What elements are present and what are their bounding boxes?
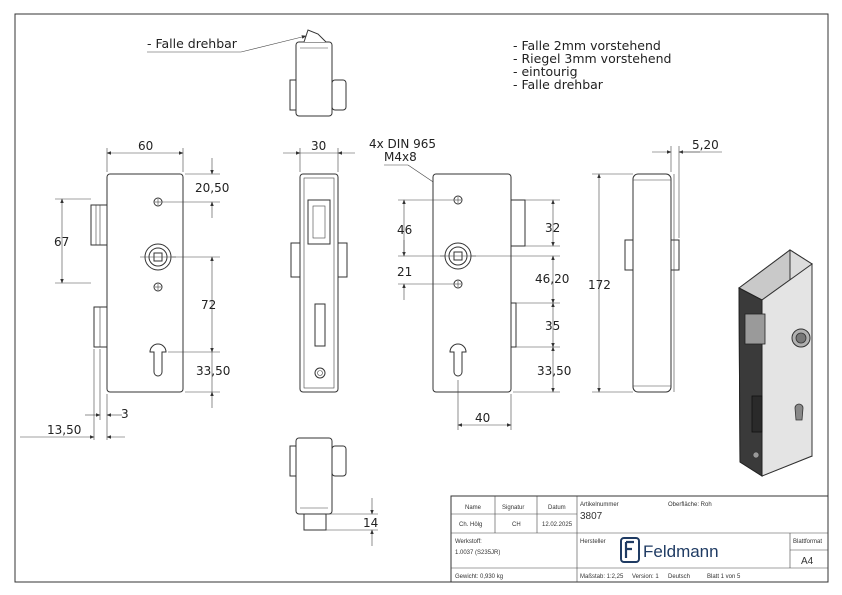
tb-blattformat-label: Blattformat bbox=[793, 539, 822, 545]
tb-brand: Feldmann bbox=[643, 542, 719, 561]
tb-gewicht: Gewicht: 0,930 kg bbox=[455, 574, 503, 580]
tb-blattformat: A4 bbox=[801, 556, 814, 567]
top-view bbox=[289, 29, 347, 117]
bottom-dimensions: 14 bbox=[326, 498, 378, 546]
dim-latch-proj: 3 bbox=[121, 407, 129, 421]
note-line-2: - Riegel 3mm vorstehend bbox=[513, 51, 671, 66]
dim-latch-width: 13,50 bbox=[47, 423, 81, 437]
tb-hersteller-label: Hersteller bbox=[580, 539, 606, 545]
tb-blatt: Blatt 1 von 5 bbox=[707, 574, 741, 580]
tb-artikel-label: Artikelnummer bbox=[580, 502, 619, 508]
title-block: Name Signatur Datum Ch. Hölg CH 12.02.20… bbox=[450, 495, 829, 583]
tb-signatur: CH bbox=[512, 522, 521, 528]
screw-spec-line1: 4x DIN 965 bbox=[369, 137, 436, 151]
dim-back-35: 35 bbox=[545, 319, 560, 333]
dim-top-offset: 20,50 bbox=[195, 181, 229, 195]
tb-version: Version: 1 bbox=[632, 574, 659, 580]
pivot-callout: - Falle drehbar bbox=[147, 35, 307, 53]
tb-massstab: Maßstab: 1:2,25 bbox=[580, 574, 624, 580]
note-line-4: - Falle drehbar bbox=[513, 77, 604, 92]
dim-back-32: 32 bbox=[545, 221, 560, 235]
tb-sprache: Deutsch bbox=[668, 574, 690, 580]
dim-follower-to-cyl: 72 bbox=[201, 298, 216, 312]
screw-callout: 4x DIN 965 M4x8 bbox=[369, 137, 455, 197]
back-dimensions: 32 46 21 46,20 35 33,50 40 bbox=[397, 199, 571, 430]
tb-header-signatur: Signatur bbox=[502, 505, 524, 511]
notes-block: - Falle 2mm vorstehend - Riegel 3mm vors… bbox=[513, 38, 671, 92]
dim-bottom-14: 14 bbox=[363, 516, 378, 530]
dim-height-172: 172 bbox=[588, 278, 611, 292]
front-view bbox=[90, 173, 184, 393]
back-view bbox=[432, 173, 526, 393]
tb-werkstoff-label: Werkstoff: bbox=[455, 539, 482, 545]
bottom-view bbox=[289, 437, 347, 531]
note-line-1: - Falle 2mm vorstehend bbox=[513, 38, 661, 53]
tb-artikel: 3807 bbox=[580, 511, 603, 522]
tb-name: Ch. Hölg bbox=[459, 522, 482, 528]
dim-front-width: 60 bbox=[138, 139, 153, 153]
note-line-3: - eintourig bbox=[513, 64, 578, 79]
tb-werkstoff: 1.0037 (S235JR) bbox=[455, 550, 500, 556]
sheet-border bbox=[14, 13, 829, 583]
dim-back-46: 46 bbox=[397, 223, 412, 237]
tb-datum: 12.02.2025 bbox=[542, 522, 573, 528]
tb-oberflaeche: Oberfläche: Roh bbox=[668, 502, 712, 508]
pivot-callout-text: - Falle drehbar bbox=[147, 36, 238, 51]
dim-back-21: 21 bbox=[397, 265, 412, 279]
isometric-view bbox=[738, 249, 813, 477]
dim-back-46-20: 46,20 bbox=[535, 272, 569, 286]
dim-back-33-50: 33,50 bbox=[537, 364, 571, 378]
screw-spec-line2: M4x8 bbox=[384, 150, 417, 164]
dim-bolt-span: 67 bbox=[54, 235, 69, 249]
dim-plate-5-20: 5,20 bbox=[692, 138, 719, 152]
narrow-side-dimensions: 172 5,20 bbox=[588, 138, 722, 393]
side-view bbox=[290, 173, 348, 393]
tb-header-datum: Datum bbox=[548, 505, 566, 511]
side-dimensions: 30 bbox=[283, 139, 355, 172]
dim-cyl-to-bottom: 33,50 bbox=[196, 364, 230, 378]
narrow-side-view bbox=[624, 173, 680, 393]
dim-back-40: 40 bbox=[475, 411, 490, 425]
dim-side-width: 30 bbox=[311, 139, 326, 153]
feldmann-logo-icon bbox=[620, 537, 640, 563]
tb-header-name: Name bbox=[465, 505, 482, 511]
front-dimensions: 60 20,50 67 72 33,50 3 13,50 bbox=[20, 139, 230, 440]
